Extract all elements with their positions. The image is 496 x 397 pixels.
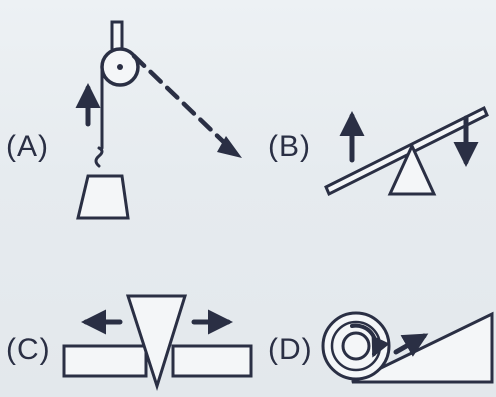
rotation-arrow-icon bbox=[350, 323, 390, 358]
label-b: (B) bbox=[268, 130, 311, 163]
label-a: (A) bbox=[6, 130, 49, 163]
weight-block bbox=[76, 174, 130, 220]
pulling-rope-dashed bbox=[131, 53, 235, 153]
right-block bbox=[171, 344, 253, 378]
panel-a-pulley bbox=[75, 20, 242, 220]
pulley-axle bbox=[117, 64, 123, 70]
panel-b-lever bbox=[324, 105, 489, 197]
wedge-triangle bbox=[125, 294, 188, 391]
fulcrum-triangle bbox=[387, 142, 437, 196]
ramp-motion-arrow-icon bbox=[393, 333, 429, 357]
pull-arrow-head-icon bbox=[217, 136, 242, 158]
label-d: (D) bbox=[268, 333, 313, 366]
lever-plank bbox=[324, 105, 489, 197]
left-block bbox=[62, 344, 148, 378]
hook-icon bbox=[94, 146, 104, 168]
panel-d-wheel-ramp bbox=[321, 311, 494, 384]
label-c: (C) bbox=[6, 333, 51, 366]
wheel-hub bbox=[341, 331, 371, 361]
panel-c-wedge bbox=[62, 294, 253, 391]
